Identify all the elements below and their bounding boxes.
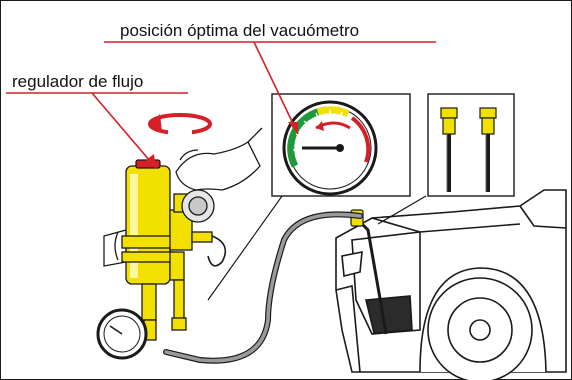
- nozzle-left: [440, 107, 458, 192]
- hub: [469, 319, 491, 341]
- gauge-bad-zone: [350, 116, 371, 163]
- rotation-arrow-icon: [148, 113, 212, 136]
- label-leaders: [6, 41, 436, 169]
- bumper: [335, 284, 361, 373]
- gauge-warning-zone: [316, 106, 350, 118]
- car-front-illustration: [335, 189, 567, 380]
- nozzle-detail: [427, 93, 515, 197]
- flow-regulator-label: regulador de flujo: [12, 72, 144, 91]
- vacuum-gauge-detail: [271, 93, 411, 197]
- engine-interior: [365, 295, 413, 334]
- headlight: [341, 251, 363, 278]
- nozzle-callout-leader: [377, 195, 427, 225]
- gauge-callout-leader: [207, 181, 293, 301]
- gauge-good-zone: [287, 108, 320, 168]
- nozzle-right: [479, 107, 497, 192]
- hand: [175, 141, 261, 191]
- flow-regulator-assembly: [96, 127, 263, 360]
- optimal-position-label: posición óptima del vacuómetro: [120, 21, 360, 40]
- hood-line: [371, 217, 521, 233]
